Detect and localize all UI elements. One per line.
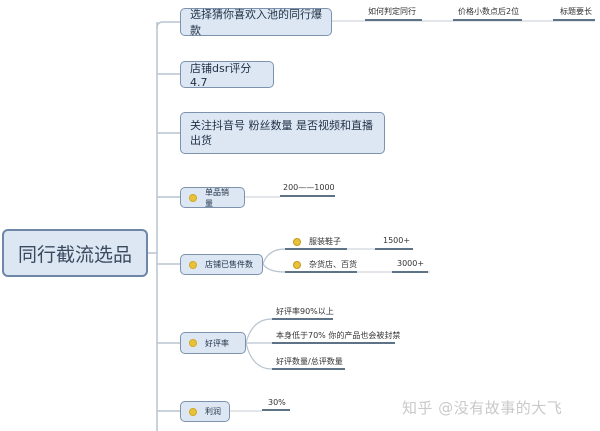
leaf-label: 杂货店、百货 — [309, 260, 357, 269]
leaf-label: 标题要长 — [560, 7, 592, 16]
branch-label: 利润 — [205, 407, 221, 416]
branch-label: 店铺已售件数 — [205, 260, 253, 269]
branch-label: 好评率 — [205, 338, 229, 348]
branch-node-select-competitor[interactable]: 选择猜你喜欢入池的同行爆款 — [180, 8, 332, 37]
leaf-sales-range[interactable]: 200——1000 — [283, 183, 335, 192]
leaf-general-store-value: 3000+ — [397, 259, 424, 268]
branch-node-profit[interactable]: 利润 — [180, 401, 230, 422]
leaf-general-store[interactable]: 杂货店、百货 — [293, 259, 357, 270]
yellow-dot-marker-icon — [293, 237, 301, 246]
leaf-value: 3000+ — [397, 259, 425, 268]
branch-node-store-sold-count[interactable]: 店铺已售件数 — [180, 254, 263, 275]
yellow-dot-marker-icon — [189, 193, 197, 202]
yellow-dot-marker-icon — [293, 260, 301, 269]
leaf-price-decimals[interactable]: 价格小数点后2位 — [458, 6, 519, 17]
leaf-label: 如何判定同行 — [368, 7, 416, 16]
yellow-dot-marker-icon — [189, 339, 197, 347]
watermark: 知乎 @没有故事的大飞 — [402, 399, 563, 417]
leaf-value: 1500+ — [383, 236, 411, 245]
root-node[interactable]: 同行截流选品 — [2, 229, 148, 277]
leaf-clothing-shoes[interactable]: 服装鞋子 — [293, 236, 341, 247]
branch-node-positive-rate[interactable]: 好评率 — [180, 332, 246, 354]
leaf-label: 服装鞋子 — [309, 237, 341, 246]
leaf-label: 200——1000 — [283, 183, 335, 192]
leaf-how-to-identify[interactable]: 如何判定同行 — [368, 6, 416, 17]
yellow-dot-marker-icon — [189, 407, 197, 416]
leaf-rate-above-90[interactable]: 好评率90%以上 — [276, 306, 334, 317]
leaf-clothing-value: 1500+ — [383, 236, 410, 245]
leaf-below-70-banned[interactable]: 本身低于70% 你的产品也会被封禁 — [276, 330, 400, 341]
leaf-label: 30% — [268, 398, 286, 407]
root-node-label: 同行截流选品 — [17, 243, 132, 266]
branch-node-dsr-score[interactable]: 店铺dsr评分4.7 — [180, 61, 274, 89]
branch-label: 关注抖音号 粉丝数量 是否视频和直播出货 — [190, 119, 373, 147]
branch-label: 单品销量 — [205, 187, 229, 208]
leaf-label: 好评率90%以上 — [276, 307, 334, 316]
leaf-label: 好评数量/总评数量 — [276, 357, 343, 366]
leaf-rate-formula[interactable]: 好评数量/总评数量 — [276, 356, 343, 367]
leaf-label: 价格小数点后2位 — [458, 7, 520, 16]
branch-label: 店铺dsr评分4.7 — [190, 62, 252, 89]
branch-node-douyin-follow[interactable]: 关注抖音号 粉丝数量 是否视频和直播出货 — [180, 112, 385, 154]
leaf-profit-value[interactable]: 30% — [268, 398, 286, 407]
yellow-dot-marker-icon — [189, 260, 197, 269]
leaf-label: 本身低于70% 你的产品也会被封禁 — [276, 331, 401, 340]
leaf-long-title[interactable]: 标题要长 — [560, 6, 592, 17]
branch-label: 选择猜你喜欢入池的同行爆款 — [190, 8, 322, 37]
branch-node-item-sales[interactable]: 单品销量 — [180, 187, 245, 208]
